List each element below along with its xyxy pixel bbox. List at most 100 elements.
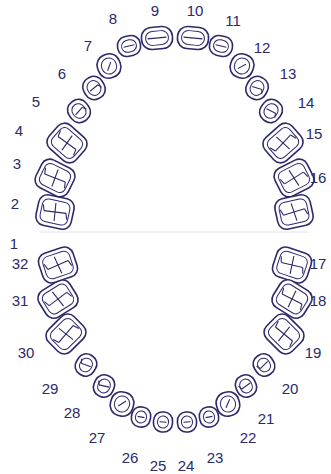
tooth-crown bbox=[34, 193, 76, 231]
tooth-fissure bbox=[59, 327, 73, 341]
tooth-fissure bbox=[63, 182, 67, 188]
tooth-fissure bbox=[224, 399, 232, 407]
tooth-crown bbox=[94, 51, 124, 82]
tooth-fissure bbox=[80, 359, 84, 363]
tooth-crown bbox=[242, 73, 271, 103]
tooth-number: 9 bbox=[151, 3, 159, 18]
tooth-fissure bbox=[97, 380, 100, 384]
tooth-fissure bbox=[184, 421, 191, 423]
tooth-crown bbox=[273, 193, 315, 231]
tooth-outline bbox=[177, 411, 197, 432]
tooth-fissure bbox=[260, 90, 264, 94]
tooth-number: 4 bbox=[15, 123, 23, 138]
tooth-surface bbox=[39, 198, 71, 226]
tooth-fissure bbox=[53, 338, 59, 344]
tooth-fissure bbox=[289, 170, 299, 187]
tooth-crown bbox=[256, 95, 287, 126]
tooth-crown bbox=[207, 34, 234, 59]
tooth-fissure bbox=[52, 203, 58, 221]
tooth-surface bbox=[48, 316, 84, 352]
tooth-number: 3 bbox=[13, 156, 21, 171]
tooth-fissure bbox=[291, 134, 296, 140]
tooth-number: 30 bbox=[18, 345, 35, 360]
tooth-outline bbox=[207, 34, 234, 59]
tooth-crown bbox=[250, 350, 279, 379]
tooth-number: 12 bbox=[254, 40, 271, 55]
tooth-fissure bbox=[277, 327, 291, 341]
tooth-number: 25 bbox=[150, 458, 167, 473]
tooth-number: 1 bbox=[10, 236, 18, 251]
tooth-number: 23 bbox=[207, 450, 224, 465]
tooth-number: 8 bbox=[109, 11, 117, 26]
tooth-fissure bbox=[270, 147, 275, 153]
tooth-outline bbox=[64, 95, 95, 126]
tooth-fissure bbox=[238, 385, 241, 389]
tooth-surface bbox=[49, 125, 85, 161]
tooth-fissure bbox=[65, 213, 68, 219]
tooth-number: 19 bbox=[305, 345, 322, 360]
tooth-fissure bbox=[160, 421, 167, 423]
tooth-fissure bbox=[280, 288, 285, 294]
tooth-surface bbox=[181, 30, 205, 46]
tooth-fissure bbox=[288, 256, 296, 274]
tooth-surface bbox=[85, 78, 104, 97]
tooth-fissure bbox=[288, 341, 294, 347]
tooth-surface bbox=[275, 250, 309, 281]
tooth-outline bbox=[90, 372, 117, 400]
tooth-fissure bbox=[238, 62, 246, 71]
tooth-number: 7 bbox=[84, 38, 92, 53]
tooth-fissure bbox=[274, 135, 292, 151]
tooth-crown bbox=[260, 310, 307, 357]
tooth-number: 24 bbox=[178, 458, 195, 473]
tooth-fissure bbox=[301, 268, 305, 274]
tooth-fissure bbox=[98, 84, 102, 88]
tooth-surface bbox=[113, 394, 132, 414]
tooth-surface bbox=[203, 410, 216, 424]
tooth-fissure bbox=[43, 168, 47, 174]
tooth-number: 26 bbox=[122, 450, 139, 465]
tooth-fissure bbox=[67, 291, 72, 297]
tooth-outline bbox=[242, 73, 271, 103]
tooth-crown bbox=[35, 276, 82, 321]
tooth-fissure bbox=[266, 107, 275, 115]
midline bbox=[40, 232, 308, 233]
tooth-crown bbox=[270, 245, 314, 286]
tooth-crown bbox=[177, 411, 197, 432]
tooth-fissure bbox=[256, 365, 260, 369]
tooth-number: 15 bbox=[306, 126, 323, 141]
tooth-outline bbox=[273, 193, 315, 231]
tooth-crown bbox=[90, 372, 117, 400]
tooth-crown bbox=[198, 405, 220, 428]
tooth-crown bbox=[64, 95, 95, 126]
tooth-number: 6 bbox=[58, 66, 66, 81]
tooth-fissure bbox=[216, 45, 227, 48]
tooth-outline bbox=[36, 245, 80, 286]
tooth-fissure bbox=[81, 361, 91, 368]
tooth-crown bbox=[43, 119, 91, 166]
tooth-surface bbox=[37, 161, 72, 194]
tooth-surface bbox=[157, 416, 169, 429]
tooth-fissure bbox=[279, 256, 283, 262]
tooth-fissure bbox=[42, 204, 45, 210]
tooth-number: 10 bbox=[187, 3, 204, 18]
tooth-surface bbox=[261, 101, 280, 121]
tooth-outline bbox=[153, 411, 173, 432]
tooth-fissure bbox=[124, 45, 135, 48]
tooth-fissure bbox=[184, 37, 203, 39]
tooth-surface bbox=[265, 125, 301, 161]
tooth-crown bbox=[177, 26, 210, 51]
tooth-fissure bbox=[44, 301, 49, 307]
tooth-number: 14 bbox=[298, 95, 315, 110]
tooth-fissure bbox=[303, 171, 307, 177]
tooth-outline bbox=[198, 405, 220, 428]
tooth-surface bbox=[276, 161, 311, 194]
tooth-fissure bbox=[275, 326, 292, 343]
tooth-outline bbox=[43, 119, 91, 166]
tooth-number: 31 bbox=[12, 293, 29, 308]
tooth-number: 29 bbox=[42, 381, 59, 396]
tooth-crown bbox=[269, 276, 316, 321]
tooth-fissure bbox=[44, 264, 48, 270]
tooth-surface bbox=[69, 101, 88, 121]
tooth-surface bbox=[41, 250, 75, 281]
tooth-fissure bbox=[148, 37, 167, 39]
